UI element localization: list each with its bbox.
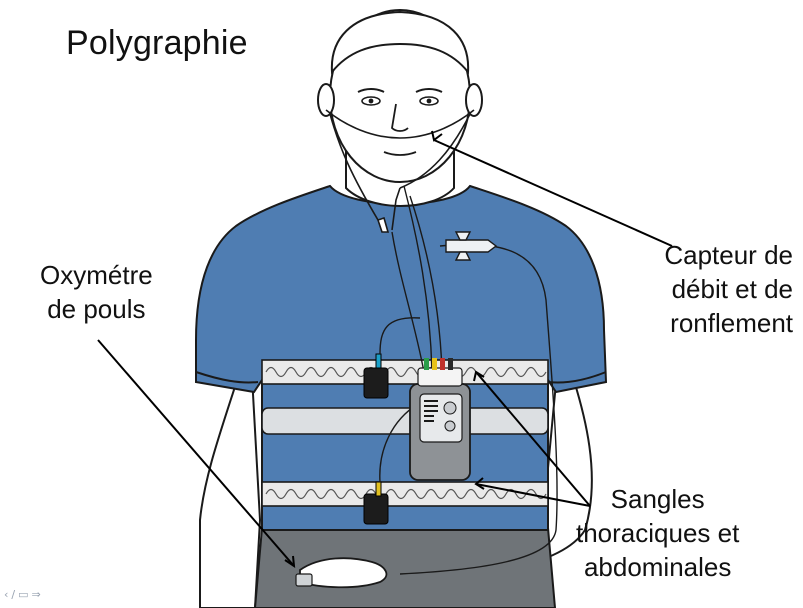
slide-next-icon[interactable]: ⇒ [32,588,44,601]
oximeter-label-line-2: de pouls [40,292,153,326]
oximeter-label: Oxymétre de pouls [40,258,153,326]
belts-label: Sangles thoraciques et abdominales [576,482,739,584]
device-strap [262,408,548,434]
pants [255,528,555,608]
belts-label-line-1: Sangles [576,482,739,516]
airflow-sensor-label-line-2: débit et de [664,272,793,306]
slide-menu-icon[interactable]: ▭ [18,588,31,601]
thoracic-belt [262,360,548,384]
airflow-sensor-label-line-3: ronflement [664,306,793,340]
head [318,10,482,182]
page-title: Polygraphie [66,24,248,63]
oximeter-label-line-1: Oxymétre [40,258,153,292]
abdominal-belt [262,482,548,506]
polygraph-recorder [410,358,470,480]
airflow-sensor-label-line-1: Capteur de [664,238,793,272]
belts-label-line-2: thoraciques et [576,516,739,550]
belts-label-line-3: abdominales [576,550,739,584]
slide-navigation[interactable]: ‹∕▭⇒ [4,588,44,601]
airflow-sensor-label: Capteur de débit et de ronflement [664,238,793,340]
